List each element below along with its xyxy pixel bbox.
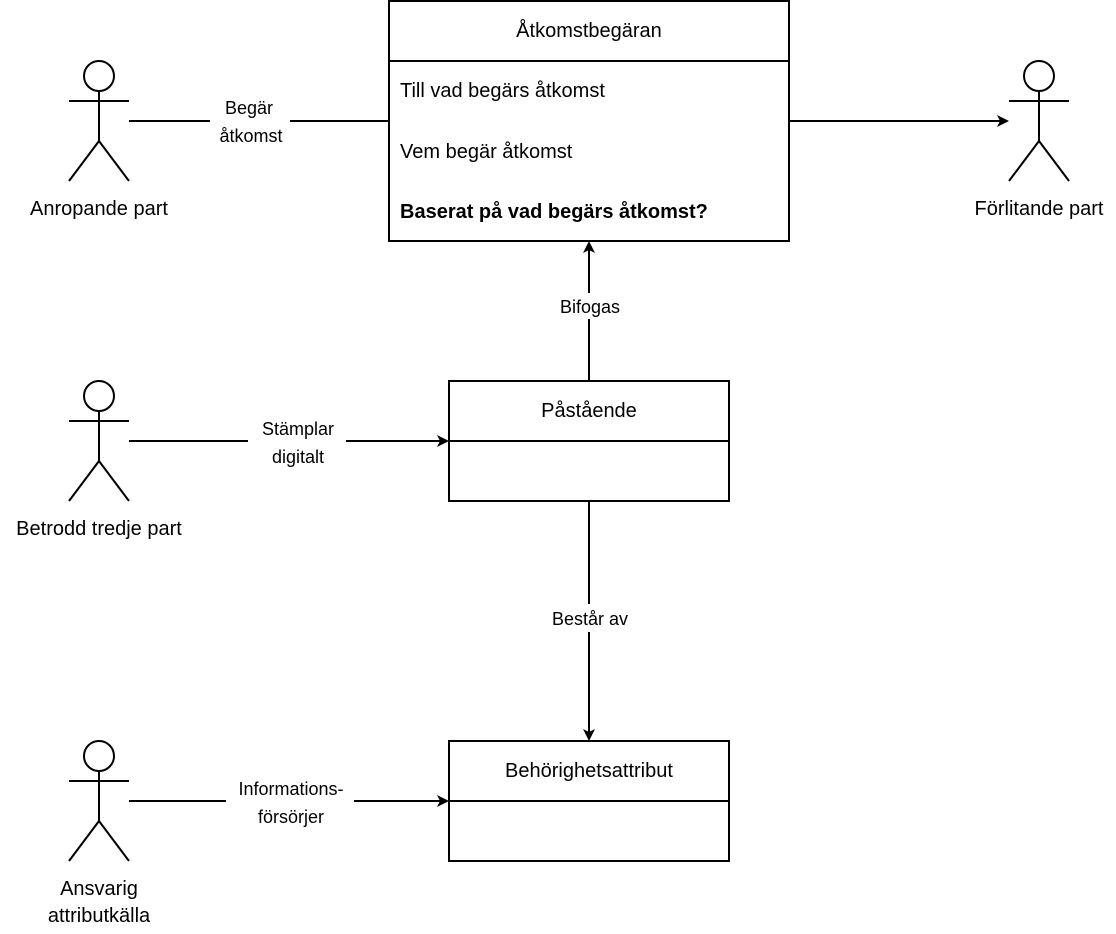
edge-stamplar-digitalt[interactable]: Stämplar digitalt [129, 416, 449, 468]
actor-anropande-part[interactable]: Anropande part [30, 60, 168, 220]
edge-label: Bifogas [560, 297, 620, 317]
edge-label-line1: Informations- [238, 779, 343, 799]
class-atkomstbegaran[interactable]: Åtkomstbegäran Till vad begärs åtkomst V… [388, 0, 790, 242]
edge-label-line2: digitalt [272, 447, 324, 467]
edge-label-bg [248, 416, 346, 468]
stick-figure-icon [68, 380, 130, 502]
class-title: Behörighetsattribut [505, 760, 673, 782]
edge-begar-atkomst[interactable]: Begär åtkomst [129, 96, 389, 146]
edge-label-bg [226, 776, 354, 828]
edge-label-bg [210, 96, 290, 146]
stick-figure-icon [68, 60, 130, 182]
class-attribute: Till vad begärs åtkomst [400, 80, 605, 102]
actor-label: Anropande part [30, 198, 168, 220]
edge-label-line1: Begär [225, 98, 273, 118]
class-attribute: Vem begär åtkomst [400, 141, 573, 163]
edge-label-line2: försörjer [258, 807, 324, 827]
actor-label-line1: Ansvarig [60, 878, 138, 900]
edge-label-bg [550, 293, 630, 319]
actor-label-line2: attributkälla [48, 905, 151, 927]
actor-label: Betrodd tredje part [16, 518, 182, 540]
class-pastaende[interactable]: Påstående [448, 380, 730, 502]
edge-label: Består av [552, 609, 628, 629]
actor-label: Förlitande part [975, 198, 1104, 220]
edge-label-line1: Stämplar [262, 419, 334, 439]
class-attribute-bold: Baserat på vad begärs åtkomst? [400, 200, 708, 223]
class-title: Påstående [541, 400, 637, 422]
class-box [388, 0, 790, 242]
edge-label-bg [538, 604, 642, 632]
actor-ansvarig-attributkalla[interactable]: Ansvarig attributkälla [48, 740, 151, 927]
edge-bifogas[interactable]: Bifogas [550, 241, 630, 381]
stick-figure-icon [1008, 60, 1070, 182]
edge-bestar-av[interactable]: Består av [538, 501, 642, 741]
edge-informationsforsorjer[interactable]: Informations- försörjer [129, 776, 449, 828]
actor-betrodd-tredje-part[interactable]: Betrodd tredje part [16, 380, 182, 540]
class-title: Åtkomstbegäran [516, 19, 662, 42]
class-behorighetsattribut[interactable]: Behörighetsattribut [448, 740, 730, 862]
edge-label-line2: åtkomst [219, 126, 282, 146]
actor-forlitande-part[interactable]: Förlitande part [975, 60, 1104, 220]
stick-figure-icon [68, 740, 130, 862]
